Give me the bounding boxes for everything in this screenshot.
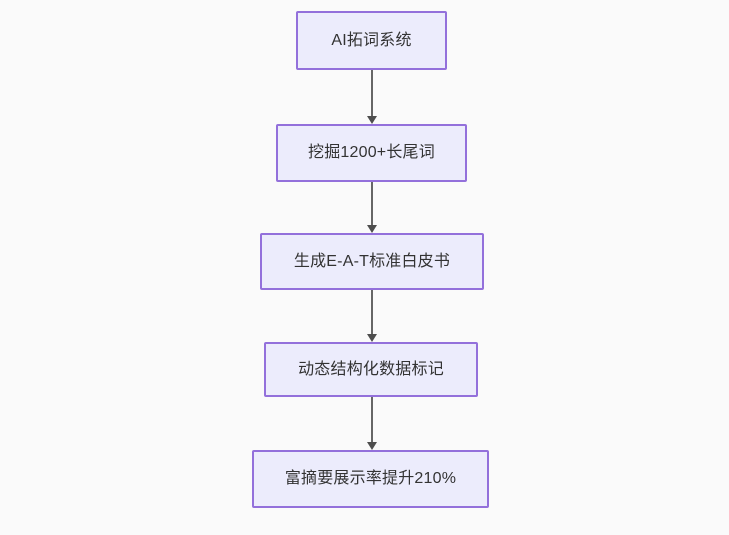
node-label: 生成E-A-T标准白皮书 (293, 252, 451, 270)
flowchart-node-1[interactable]: AI拓词系统 (296, 11, 447, 70)
flowchart-node-5[interactable]: 富摘要展示率提升210% (252, 450, 489, 508)
node-label: 挖掘1200+长尾词 (308, 144, 435, 162)
node-label: 富摘要展示率提升210% (284, 470, 457, 488)
arrowhead-icon (367, 116, 377, 124)
edge-line (371, 182, 373, 226)
edge-line (371, 397, 373, 443)
node-label: 动态结构化数据标记 (298, 360, 444, 378)
arrowhead-icon (367, 225, 377, 233)
node-label: AI拓词系统 (331, 31, 412, 49)
edge-line (371, 70, 373, 117)
edge-line (371, 290, 373, 335)
flowchart-node-4[interactable]: 动态结构化数据标记 (264, 342, 478, 397)
arrowhead-icon (367, 334, 377, 342)
arrowhead-icon (367, 442, 377, 450)
flowchart-node-3[interactable]: 生成E-A-T标准白皮书 (260, 233, 484, 290)
flowchart-node-2[interactable]: 挖掘1200+长尾词 (276, 124, 467, 182)
